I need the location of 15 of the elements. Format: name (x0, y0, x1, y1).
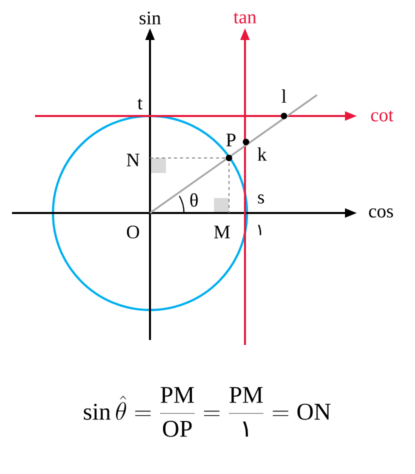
formula: $\sin\hat{\theta}=\frac{\mathrm{PM}}{\mathrm{OP}}=\frac{\mathrm{PM}}{\mbox{\adigit ١}}=\mathrm{ON}$ (84, 387, 331, 437)
angle-label: θ (190, 193, 198, 207)
point-label: M (214, 226, 230, 238)
axis-label: tan (234, 12, 256, 24)
point-label: l (282, 89, 286, 103)
point-label: s (258, 194, 264, 204)
axis-label: cot (371, 110, 394, 122)
axis-label: sin (140, 12, 161, 24)
point-label: k (258, 147, 267, 161)
digit-label: ١ (258, 224, 262, 236)
point-label: P (226, 134, 236, 146)
point-label: N (126, 154, 140, 166)
point-label: O (126, 226, 140, 238)
axis-label: cos (369, 208, 393, 218)
point-label: t (138, 98, 143, 110)
